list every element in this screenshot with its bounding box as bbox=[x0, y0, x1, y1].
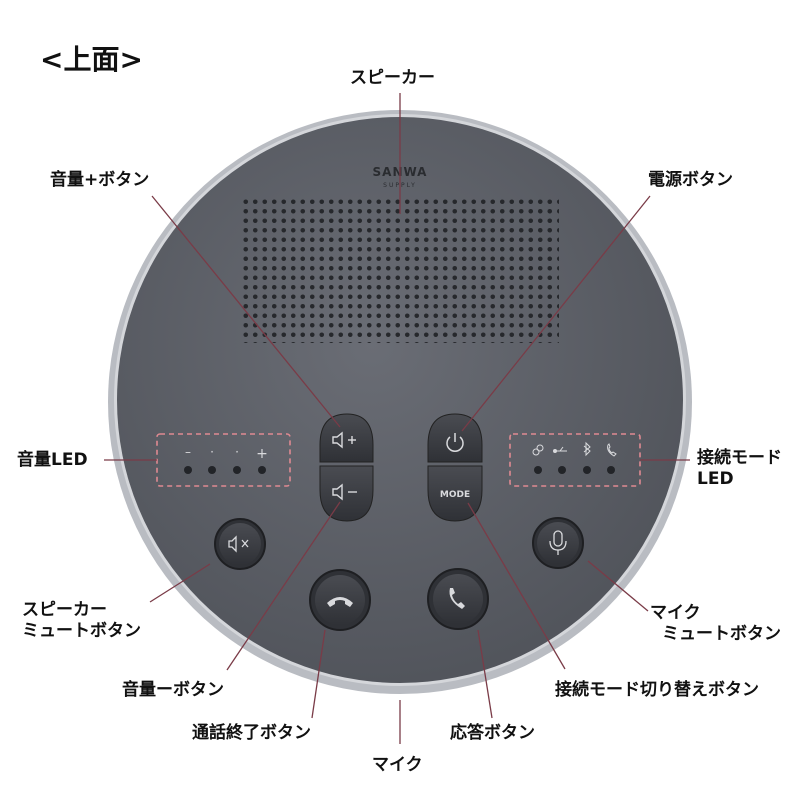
svg-text:+: + bbox=[256, 446, 268, 462]
page-heading: <上面> bbox=[40, 43, 143, 76]
mode-led bbox=[534, 466, 542, 474]
label-mode-switch-button: 接続モード切り替えボタン bbox=[555, 680, 759, 700]
answer-button[interactable] bbox=[427, 568, 489, 630]
label-answer-button: 応答ボタン bbox=[450, 723, 535, 743]
phone-icon bbox=[449, 588, 465, 609]
label-speaker-mute-button: スピーカー ミュートボタン bbox=[22, 600, 141, 642]
volume-down-icon bbox=[332, 483, 357, 501]
usb-icon bbox=[553, 446, 567, 453]
power-button[interactable] bbox=[427, 413, 483, 463]
mode-led-dots bbox=[534, 466, 615, 474]
label-volume-led: 音量LED bbox=[17, 450, 88, 470]
speaker-mute-button[interactable] bbox=[214, 518, 266, 570]
volume-down-button[interactable] bbox=[319, 465, 374, 522]
volume-led bbox=[233, 466, 241, 474]
svg-text:·: · bbox=[235, 445, 239, 459]
volume-led bbox=[184, 466, 192, 474]
leader-lines bbox=[104, 93, 690, 744]
mode-led bbox=[583, 466, 591, 474]
svg-text:–: – bbox=[185, 445, 191, 459]
bluetooth-icon bbox=[583, 441, 591, 457]
mode-leds bbox=[532, 441, 617, 457]
label-hang-up-button: 通話終了ボタン bbox=[192, 723, 311, 743]
mode-led bbox=[558, 466, 566, 474]
speaker-mute-icon bbox=[228, 535, 249, 553]
volume-up-icon bbox=[332, 431, 356, 449]
brand-logo-sub: SUPPLY bbox=[383, 182, 417, 189]
link-icon bbox=[532, 444, 544, 456]
mode-switch-button[interactable]: MODE bbox=[427, 465, 483, 522]
volume-led bbox=[258, 466, 266, 474]
hang-up-button[interactable] bbox=[309, 569, 371, 631]
power-icon bbox=[446, 433, 464, 452]
svg-text:·: · bbox=[210, 445, 214, 459]
label-speaker: スピーカー bbox=[350, 68, 435, 88]
label-volume-down-button: 音量ーボタン bbox=[122, 680, 224, 700]
speaker-grille bbox=[241, 197, 559, 343]
label-mic-mute-button: マイク ミュートボタン bbox=[650, 603, 781, 645]
label-mic: マイク bbox=[372, 755, 423, 775]
mic-icon bbox=[549, 530, 567, 555]
label-power-button: 電源ボタン bbox=[648, 170, 733, 190]
volume-leds: – · · + bbox=[184, 445, 268, 474]
hang-up-icon bbox=[327, 597, 353, 607]
label-mode-led: 接続モード LED bbox=[697, 448, 782, 490]
mode-button-label: MODE bbox=[440, 490, 470, 500]
volume-led bbox=[208, 466, 216, 474]
label-volume-up-button: 音量+ボタン bbox=[50, 170, 150, 190]
phone-icon bbox=[607, 443, 617, 457]
mic-mute-button[interactable] bbox=[532, 517, 584, 569]
volume-up-button[interactable] bbox=[319, 413, 374, 463]
mode-led bbox=[607, 466, 615, 474]
